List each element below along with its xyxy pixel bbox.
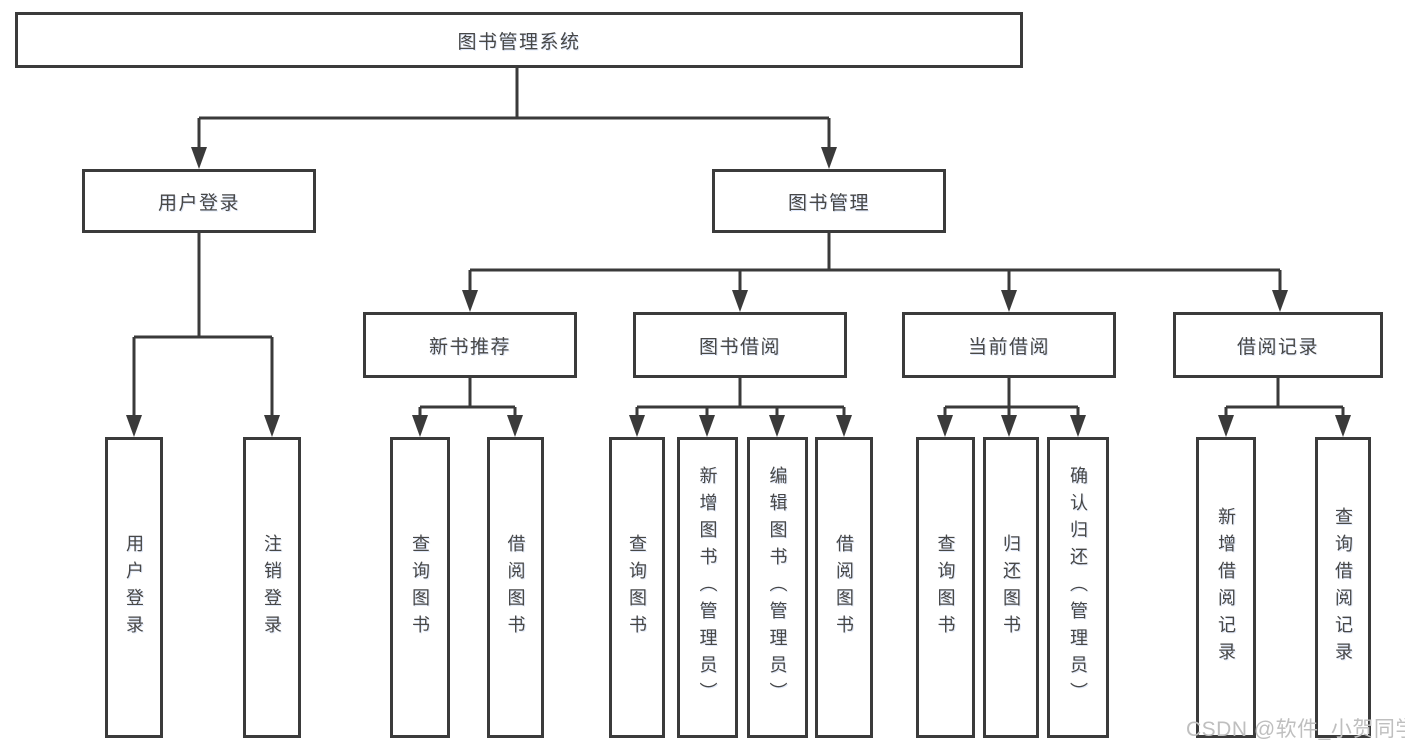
arrow-down-icon <box>462 290 478 312</box>
connector-newbook-to-leaves <box>412 378 523 437</box>
arrow-down-icon <box>191 147 207 169</box>
leaf-logout: 注销登录 <box>243 437 301 738</box>
node-label: 归还图书 <box>1001 533 1021 642</box>
node-current-borrowing: 当前借阅 <box>902 312 1116 378</box>
node-label: 用户登录 <box>157 192 240 214</box>
arrow-down-icon <box>937 415 953 437</box>
leaf-add-book-admin: 新增图书（管理员） <box>677 437 738 738</box>
leaf-edit-book-admin: 编辑图书（管理员） <box>747 437 808 738</box>
leaf-query-books-recommend: 查询图书 <box>390 437 450 738</box>
arrow-down-icon <box>769 415 785 437</box>
leaf-confirm-return-admin: 确认归还（管理员） <box>1047 437 1109 738</box>
arrow-down-icon <box>629 415 645 437</box>
arrow-down-icon <box>264 415 280 437</box>
leaf-query-borrow-record: 查询借阅记录 <box>1315 437 1371 738</box>
connector-current-to-leaves <box>937 378 1086 437</box>
arrow-down-icon <box>1001 415 1017 437</box>
arrow-down-icon <box>1001 290 1017 312</box>
arrow-down-icon <box>126 415 142 437</box>
node-label: 查询图书 <box>935 533 956 642</box>
leaf-query-books-borrow: 查询图书 <box>609 437 665 738</box>
node-label: 借阅图书 <box>505 533 526 642</box>
leaf-add-borrow-record: 新增借阅记录 <box>1196 437 1256 738</box>
node-label: 借阅记录 <box>1236 336 1319 358</box>
node-label: 确认归还（管理员） <box>1068 466 1088 709</box>
connector-bookmgmt-to-level3 <box>462 233 1288 312</box>
leaf-borrow-books: 借阅图书 <box>815 437 873 738</box>
connector-records-to-leaves <box>1218 378 1351 437</box>
node-borrowing-records: 借阅记录 <box>1173 312 1383 378</box>
arrow-down-icon <box>836 415 852 437</box>
arrow-down-icon <box>732 290 748 312</box>
node-label: 查询图书 <box>627 533 647 642</box>
arrow-down-icon <box>507 415 523 437</box>
connector-borrow-to-leaves <box>629 378 852 437</box>
node-label: 图书管理系统 <box>457 31 581 53</box>
node-label: 注销登录 <box>262 533 282 642</box>
leaf-return-book: 归还图书 <box>983 437 1039 738</box>
arrow-down-icon <box>1272 290 1288 312</box>
node-book-management: 图书管理 <box>712 169 946 233</box>
node-book-borrowing: 图书借阅 <box>633 312 847 378</box>
arrow-down-icon <box>1070 415 1086 437</box>
leaf-user-login: 用户登录 <box>105 437 163 738</box>
node-label: 新增借阅记录 <box>1216 506 1236 669</box>
arrow-down-icon <box>699 415 715 437</box>
leaf-query-books-current: 查询图书 <box>916 437 975 738</box>
arrow-down-icon <box>1218 415 1234 437</box>
leaf-borrow-books-recommend: 借阅图书 <box>487 437 544 738</box>
node-label: 新书推荐 <box>428 336 511 358</box>
node-new-book-recommendation: 新书推荐 <box>363 312 577 378</box>
node-label: 图书管理 <box>787 192 870 214</box>
node-label: 图书借阅 <box>698 336 781 358</box>
watermark: CSDN @软件_小贺同学 <box>1186 718 1405 741</box>
node-label: 查询图书 <box>410 533 430 642</box>
node-label: 当前借阅 <box>967 336 1050 358</box>
arrow-down-icon <box>1335 415 1351 437</box>
node-label: 新增图书（管理员） <box>697 466 718 709</box>
connector-root-to-level2 <box>191 68 837 169</box>
node-label: 查询借阅记录 <box>1333 506 1353 669</box>
arrow-down-icon <box>412 415 428 437</box>
node-library-management-system: 图书管理系统 <box>15 12 1023 68</box>
node-label: 用户登录 <box>124 533 144 642</box>
connector-userlogin-to-leaves <box>126 233 280 437</box>
node-user-login: 用户登录 <box>82 169 316 233</box>
node-label: 编辑图书（管理员） <box>767 466 788 709</box>
arrow-down-icon <box>821 147 837 169</box>
node-label: 借阅图书 <box>834 533 854 642</box>
